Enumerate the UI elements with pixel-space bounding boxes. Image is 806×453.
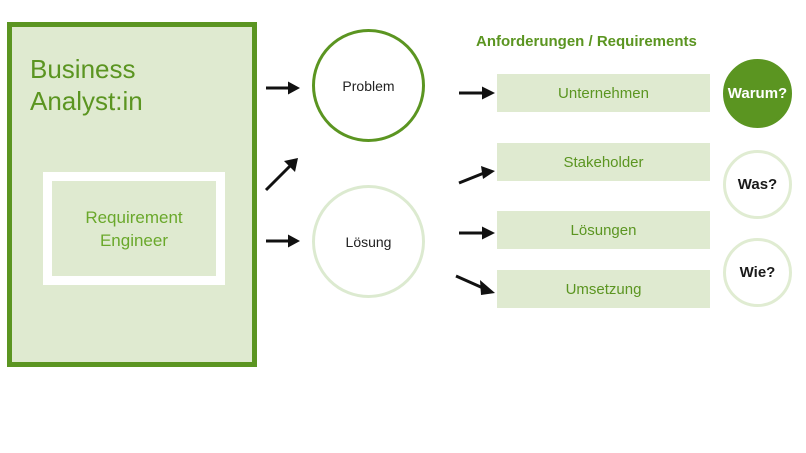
phase-circle-loesung: Lösung (312, 185, 425, 298)
requirement-bar-unternehmen[interactable]: Unternehmen (497, 74, 710, 112)
question-circle-label: Warum? (727, 85, 788, 102)
arrow-role-to-loesung (266, 233, 302, 249)
requirement-engineer-box: Requirement Engineer (43, 172, 225, 285)
requirement-bar-label: Lösungen (570, 221, 637, 239)
requirement-bar-label: Umsetzung (565, 280, 642, 298)
requirement-bar-loesungen[interactable]: Lösungen (497, 211, 710, 249)
role-panel-title: Business Analyst:in (30, 54, 143, 116)
arrow-role-to-problem (266, 80, 302, 96)
requirement-bar-umsetzung[interactable]: Umsetzung (497, 270, 710, 308)
role-panel: Business Analyst:in Requirement Engineer (7, 22, 257, 367)
requirement-bar-label: Stakeholder (563, 153, 644, 171)
question-circle-label: Was? (737, 176, 778, 193)
requirement-bar-label: Unternehmen (558, 84, 649, 102)
phase-circle-loesung-label: Lösung (345, 233, 392, 250)
arrow-loesung-to-umsetzung (455, 272, 498, 298)
question-circle-label: Wie? (739, 264, 776, 281)
requirement-engineer-label: Requirement Engineer (85, 207, 183, 250)
requirements-heading: Anforderungen / Requirements (476, 33, 697, 50)
phase-circle-problem: Problem (312, 29, 425, 142)
arrow-problem-to-unternehmen (459, 85, 497, 101)
question-circle-warum: Warum? (723, 59, 792, 128)
arrow-role-to-loesung-diagonal (264, 155, 302, 193)
question-circle-wie: Wie? (723, 238, 792, 307)
arrow-problem-to-stakeholder (458, 165, 497, 189)
requirement-bar-stakeholder[interactable]: Stakeholder (497, 143, 710, 181)
arrow-loesung-to-loesungen (459, 225, 497, 241)
phase-circle-problem-label: Problem (342, 77, 395, 94)
question-circle-was: Was? (723, 150, 792, 219)
